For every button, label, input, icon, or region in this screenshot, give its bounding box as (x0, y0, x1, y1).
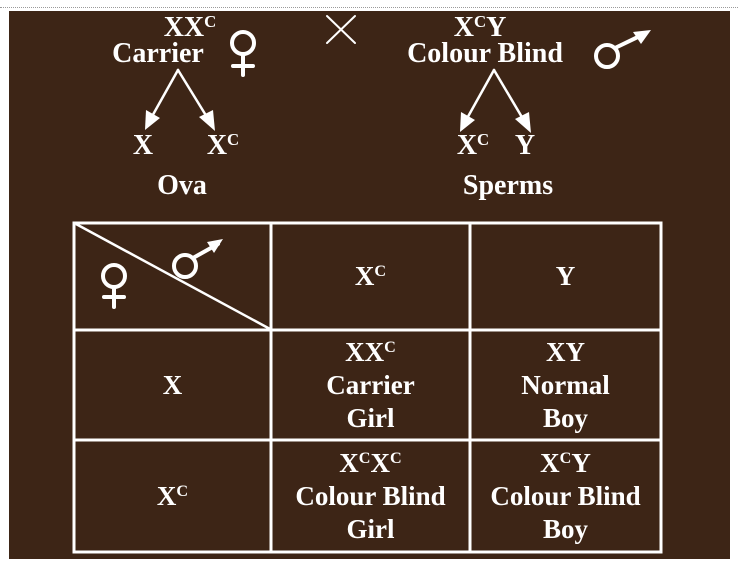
arrowhead-ova-right (199, 110, 215, 131)
arrow-sperm-right-icon (492, 68, 528, 126)
diagram-panel (9, 11, 730, 559)
top-dotted-border (0, 7, 738, 8)
male-parent-phenotype: Colour Blind (407, 38, 563, 69)
arrowhead-corner-male (207, 239, 223, 253)
offspring-colour-blind-girl: XCXC Colour Blind Girl (295, 447, 446, 544)
arrow-ova-left-icon (148, 68, 180, 122)
col-header-y: Y (555, 261, 576, 291)
offspring-carrier-girl: XXC Carrier Girl (326, 336, 415, 433)
ova-label: Ova (157, 170, 207, 201)
row-header-x: X (162, 369, 183, 400)
arrowhead-ova-left (145, 110, 160, 130)
arrowhead-sperm-left (460, 112, 475, 132)
arrow-sperm-left-icon (463, 68, 496, 124)
arrowhead-sperm-right (515, 112, 531, 133)
offspring-colour-blind-boy: XCY Colour Blind Boy (490, 447, 641, 544)
offspring-normal-boy: XY Normal Boy (521, 336, 610, 433)
female-symbol-icon (230, 30, 256, 77)
male-parent-genotype: XCY (453, 11, 507, 43)
arrow-ova-right-icon (176, 68, 212, 124)
sperm-gamete-xc: XC (456, 129, 490, 161)
male-symbol-icon (594, 32, 646, 69)
female-parent-genotype: XXC (163, 11, 217, 43)
row-header-xc: XC (156, 480, 189, 511)
sperms-label: Sperms (462, 170, 554, 201)
arrowhead-male (633, 30, 651, 44)
corner-male-symbol-icon (172, 242, 220, 279)
sperm-gamete-y: Y (514, 130, 536, 161)
ova-gamete-x: X (132, 130, 154, 161)
col-header-xc: XC (354, 261, 387, 291)
female-parent-phenotype: Carrier (112, 38, 204, 69)
cross-icon (326, 15, 356, 44)
corner-female-symbol-icon (101, 263, 127, 309)
punnett-grid (72, 221, 663, 554)
ova-gamete-xc: XC (206, 129, 240, 161)
